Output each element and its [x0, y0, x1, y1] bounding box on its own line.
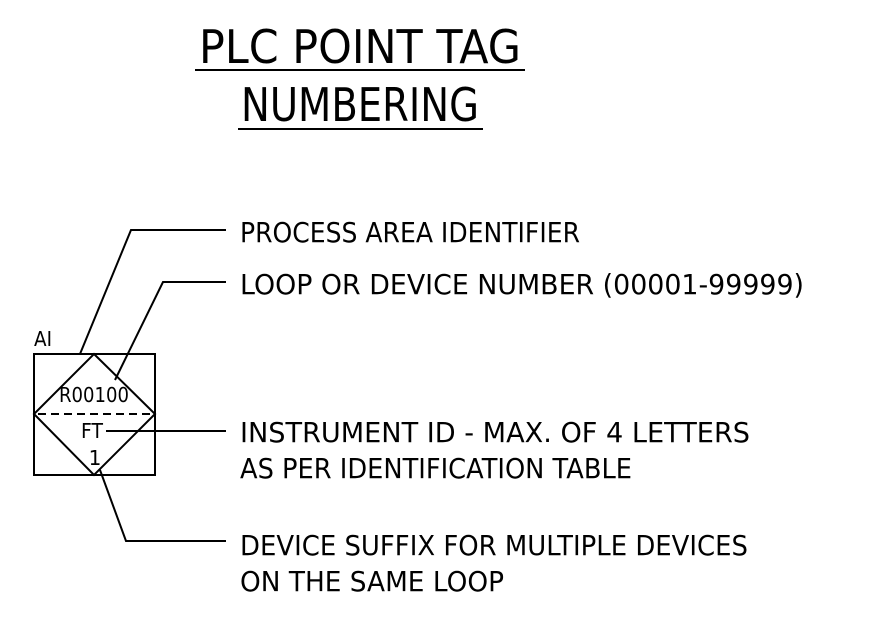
- callout-process-area: PROCESS AREA IDENTIFIER: [240, 216, 580, 249]
- loop-number-text: R00100: [59, 383, 129, 407]
- signal-type-label: AI: [34, 327, 52, 351]
- title-line-1: PLC POINT TAG: [199, 20, 521, 74]
- callout-instrument-line-1: INSTRUMENT ID - MAX. OF 4 LETTERS: [240, 416, 750, 449]
- symbol-diamond: [32, 352, 157, 477]
- callout-suffix-line-2: ON THE SAME LOOP: [240, 565, 504, 598]
- instrument-symbol: R00100 FT 1: [32, 352, 157, 477]
- device-suffix-text: 1: [89, 446, 102, 470]
- callout-instrument-line-2: AS PER IDENTIFICATION TABLE: [240, 452, 632, 485]
- leader-process-area: [79, 229, 226, 355]
- callout-loop-number: LOOP OR DEVICE NUMBER (00001-99999): [240, 268, 804, 301]
- instrument-id-text: FT: [81, 419, 104, 443]
- callout-suffix-line-1: DEVICE SUFFIX FOR MULTIPLE DEVICES: [240, 529, 748, 562]
- leader-loop-number: [114, 281, 226, 381]
- leader-device-suffix: [99, 469, 226, 542]
- title-line-2: NUMBERING: [241, 78, 479, 132]
